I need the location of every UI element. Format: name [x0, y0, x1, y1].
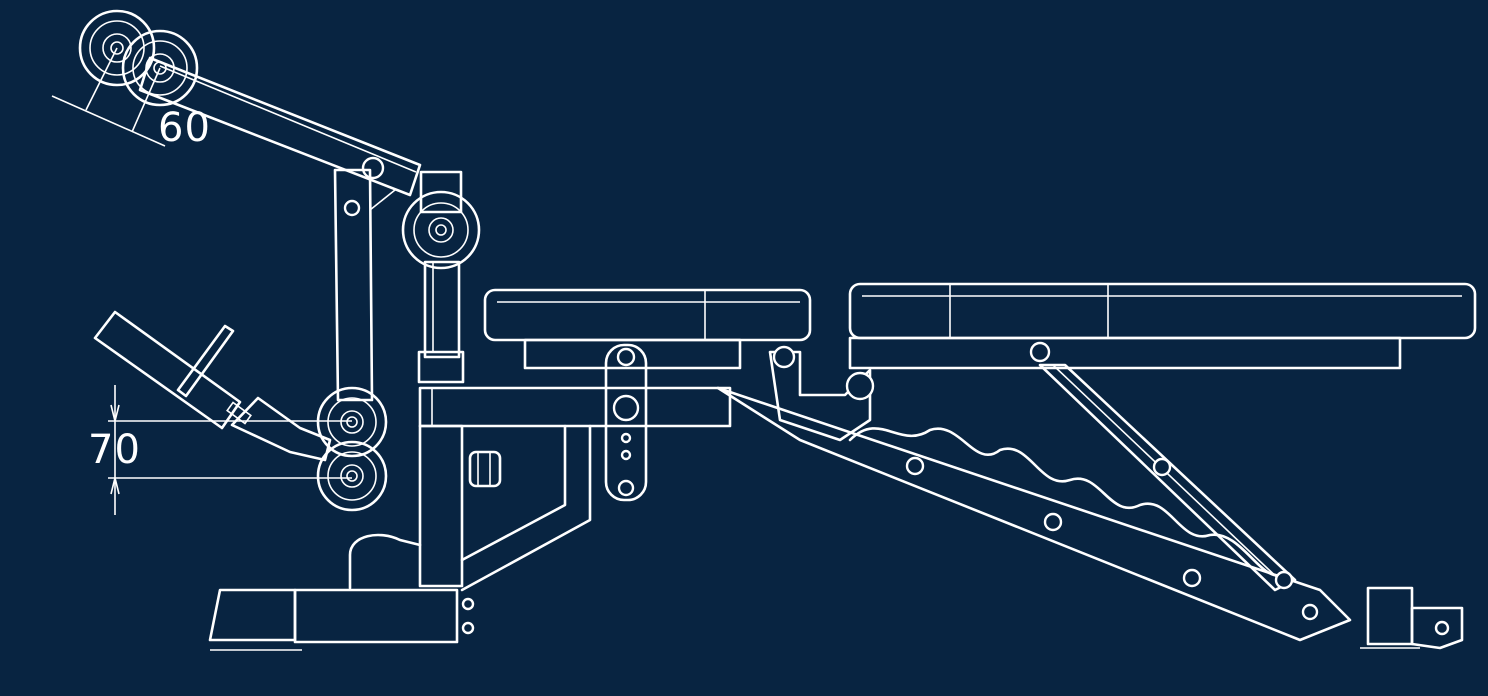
dimension-label-70: 70	[88, 427, 141, 473]
pin-bracket	[604, 343, 648, 502]
plate-loading-horn	[93, 310, 332, 462]
pivot-bracket	[768, 345, 875, 442]
seat-pad	[483, 288, 812, 370]
lower-roller-pad-lower	[316, 440, 388, 512]
top-roller-pad-right	[121, 29, 199, 107]
rear-foot	[1301, 586, 1464, 650]
adjustment-knob	[468, 450, 502, 488]
linkage-strut	[333, 168, 396, 402]
upper-roller-arm	[138, 56, 422, 197]
dimension-70-lines	[108, 385, 352, 515]
lower-roller-pad-upper	[316, 386, 388, 458]
back-pad	[848, 282, 1477, 370]
middle-roller-pad	[401, 190, 481, 270]
back-support-strut	[1038, 363, 1297, 592]
incline-ladder	[848, 427, 1282, 588]
dimension-label-60: 60	[158, 105, 211, 151]
top-roller-pad-left	[78, 9, 156, 87]
front-base	[208, 533, 475, 651]
front-leg	[418, 424, 592, 592]
main-frame-tube	[418, 386, 1352, 642]
dimension-60-lines	[51, 47, 166, 147]
upright-column	[417, 170, 465, 384]
